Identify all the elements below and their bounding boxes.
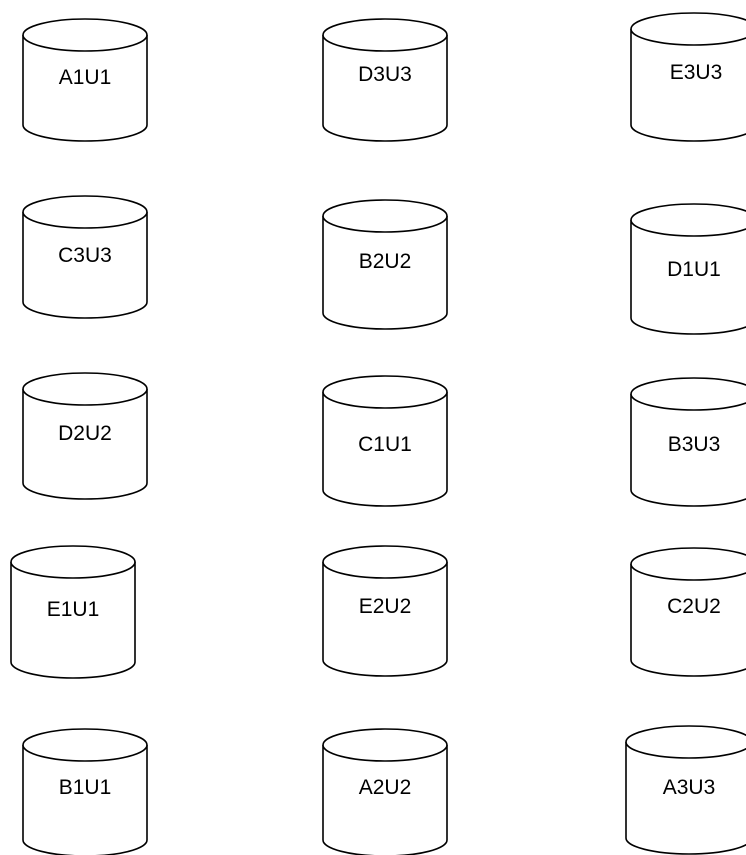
cylinder-d1u1: D1U1 (630, 203, 746, 335)
cylinder-top (322, 199, 448, 233)
cylinder-label: E3U3 (670, 61, 723, 84)
cylinder-top (22, 372, 148, 406)
cylinder-body (630, 220, 746, 335)
cylinder-body (630, 394, 746, 507)
cylinder-top (322, 18, 448, 52)
cylinder-body (322, 562, 448, 677)
cylinder-body (625, 742, 746, 855)
cylinder-body (322, 35, 448, 142)
cylinder-top (322, 728, 448, 762)
cylinder-body (322, 216, 448, 330)
cylinder-top (630, 377, 746, 411)
cylinder-top (22, 18, 148, 52)
cylinder-top (625, 725, 746, 759)
cylinder-a2u2: A2U2 (322, 728, 448, 855)
cylinder-body (22, 212, 148, 319)
cylinder-top (322, 375, 448, 409)
cylinder-d3u3: D3U3 (322, 18, 448, 142)
cylinder-label: E2U2 (359, 595, 412, 618)
cylinder-d2u2: D2U2 (22, 372, 148, 500)
cylinder-label: A1U1 (59, 66, 112, 89)
cylinder-label: A3U3 (663, 776, 716, 799)
cylinder-e3u3: E3U3 (630, 12, 746, 142)
cylinder-label: A2U2 (359, 776, 412, 799)
cylinder-top (630, 12, 746, 46)
cylinder-b2u2: B2U2 (322, 199, 448, 330)
cylinder-top (630, 203, 746, 237)
cylinder-top (10, 545, 136, 579)
cylinder-body (322, 392, 448, 507)
cylinder-body (322, 745, 448, 855)
cylinder-body (10, 562, 136, 679)
cylinder-label: C1U1 (358, 433, 412, 456)
cylinder-label: B2U2 (359, 250, 412, 273)
cylinder-b1u1: B1U1 (22, 728, 148, 855)
cylinder-e2u2: E2U2 (322, 545, 448, 677)
cylinder-body (630, 564, 746, 677)
cylinder-top (322, 545, 448, 579)
cylinder-top (22, 195, 148, 229)
cylinder-label: D2U2 (58, 422, 112, 445)
cylinder-top (630, 547, 746, 581)
cylinder-c1u1: C1U1 (322, 375, 448, 507)
cylinder-a3u3: A3U3 (625, 725, 746, 855)
cylinder-top (22, 728, 148, 762)
cylinder-body (630, 29, 746, 142)
cylinder-label: D1U1 (667, 258, 721, 281)
cylinder-label: E1U1 (47, 598, 100, 621)
cylinder-label: B3U3 (668, 433, 721, 456)
cylinder-a1u1: A1U1 (22, 18, 148, 142)
cylinder-label: C3U3 (58, 244, 112, 267)
cylinder-label: C2U2 (667, 595, 721, 618)
cylinder-body (22, 745, 148, 855)
cylinder-c2u2: C2U2 (630, 547, 746, 677)
cylinder-label: D3U3 (358, 63, 412, 86)
cylinder-b3u3: B3U3 (630, 377, 746, 507)
cylinder-c3u3: C3U3 (22, 195, 148, 319)
cylinder-e1u1: E1U1 (10, 545, 136, 679)
cylinder-label: B1U1 (59, 776, 112, 799)
cylinder-body (22, 389, 148, 500)
cylinder-body (22, 35, 148, 142)
